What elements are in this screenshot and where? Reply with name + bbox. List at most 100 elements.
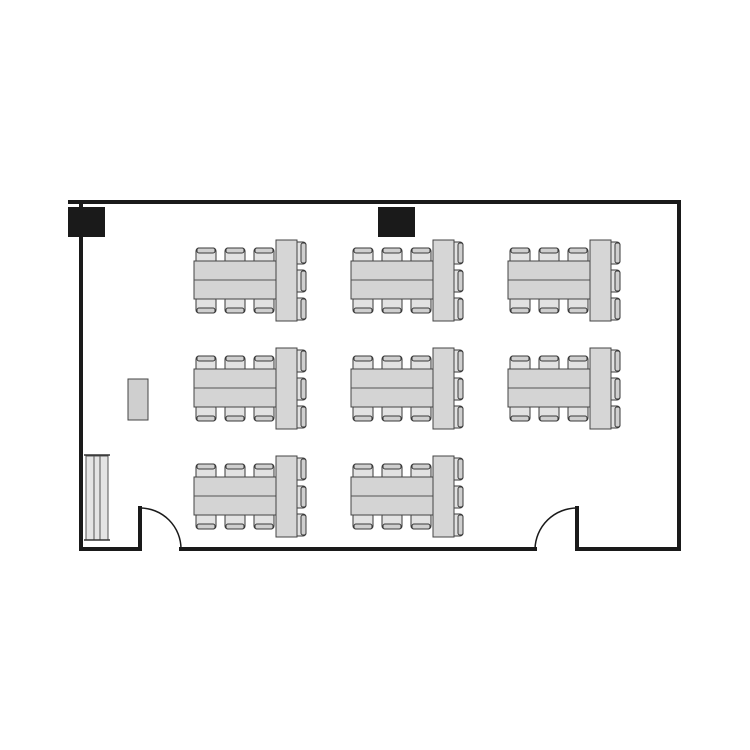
- chair-backrest: [196, 463, 216, 470]
- table-end: [589, 239, 612, 322]
- whiteboard: [84, 454, 110, 541]
- chair-backrest: [457, 298, 464, 320]
- chair-backrest: [614, 406, 621, 428]
- chair-backrest: [614, 298, 621, 320]
- chair-backrest: [353, 523, 373, 530]
- chair: [410, 355, 432, 373]
- table-end: [275, 239, 298, 322]
- chair-backrest: [353, 247, 373, 254]
- chair-backrest: [254, 247, 274, 254]
- chair-backrest: [411, 247, 431, 254]
- chair-backrest: [300, 514, 307, 536]
- pillar-top: [378, 207, 415, 237]
- chair-backrest: [510, 355, 530, 362]
- chair: [352, 404, 374, 422]
- chair-backrest: [225, 523, 245, 530]
- chair-backrest: [457, 486, 464, 508]
- chair-backrest: [382, 307, 402, 314]
- chair-backrest: [196, 355, 216, 362]
- chair: [538, 247, 560, 265]
- chair: [224, 296, 246, 314]
- chair: [224, 512, 246, 530]
- chair-backrest: [254, 307, 274, 314]
- chair-backrest: [353, 415, 373, 422]
- pillar-corner: [68, 207, 105, 237]
- chair: [195, 512, 217, 530]
- chair-backrest: [300, 270, 307, 292]
- door-right[interactable]: [534, 507, 578, 550]
- chair-backrest: [196, 307, 216, 314]
- chair: [195, 404, 217, 422]
- chair-backrest: [510, 307, 530, 314]
- chair: [381, 404, 403, 422]
- table-group-group-4: [193, 347, 307, 430]
- chair-backrest: [225, 247, 245, 254]
- chair-backrest: [411, 523, 431, 530]
- chair-backrest: [411, 355, 431, 362]
- table-end: [432, 239, 455, 322]
- chair-backrest: [568, 355, 588, 362]
- chair-backrest: [300, 378, 307, 400]
- chair-backrest: [614, 242, 621, 264]
- chair: [253, 463, 275, 481]
- chair: [195, 247, 217, 265]
- chair: [253, 296, 275, 314]
- chair-backrest: [382, 523, 402, 530]
- chair-backrest: [457, 378, 464, 400]
- chair: [253, 404, 275, 422]
- chair-backrest: [411, 415, 431, 422]
- chair: [195, 355, 217, 373]
- chair: [381, 247, 403, 265]
- chair-backrest: [614, 378, 621, 400]
- chair: [195, 463, 217, 481]
- chair: [381, 512, 403, 530]
- chair-backrest: [411, 307, 431, 314]
- chair-backrest: [196, 247, 216, 254]
- chair-backrest: [353, 463, 373, 470]
- chair: [352, 247, 374, 265]
- table-groups: [193, 239, 621, 538]
- table-end: [589, 347, 612, 430]
- chair-backrest: [568, 307, 588, 314]
- chair: [224, 355, 246, 373]
- chair: [253, 355, 275, 373]
- table-end: [432, 347, 455, 430]
- chair-backrest: [300, 350, 307, 372]
- table-end: [432, 455, 455, 538]
- chair-backrest: [510, 415, 530, 422]
- door-left[interactable]: [139, 507, 182, 550]
- chair-backrest: [614, 270, 621, 292]
- chair-backrest: [225, 415, 245, 422]
- wall-main: [68, 200, 681, 551]
- chair-backrest: [382, 463, 402, 470]
- chair: [410, 296, 432, 314]
- chair: [567, 355, 589, 373]
- chair-backrest: [225, 463, 245, 470]
- chair-backrest: [382, 247, 402, 254]
- table-group-group-7: [193, 455, 307, 538]
- chair-backrest: [196, 415, 216, 422]
- chair-backrest: [457, 514, 464, 536]
- chair-backrest: [353, 355, 373, 362]
- chair-backrest: [457, 406, 464, 428]
- chair-backrest: [382, 355, 402, 362]
- chair-backrest: [539, 415, 559, 422]
- table-group-group-3: [507, 239, 621, 322]
- table-group-group-2: [350, 239, 464, 322]
- chair: [224, 404, 246, 422]
- chair: [410, 247, 432, 265]
- whiteboard-panel: [85, 455, 109, 541]
- table-end: [275, 347, 298, 430]
- table-group-group-6: [507, 347, 621, 430]
- chair: [352, 296, 374, 314]
- chair-backrest: [457, 270, 464, 292]
- chair-backrest: [568, 415, 588, 422]
- chair-backrest: [254, 463, 274, 470]
- chair-backrest: [539, 247, 559, 254]
- chair-backrest: [225, 307, 245, 314]
- chair: [567, 296, 589, 314]
- chair-backrest: [353, 307, 373, 314]
- table-group-group-8: [350, 455, 464, 538]
- chair-backrest: [254, 523, 274, 530]
